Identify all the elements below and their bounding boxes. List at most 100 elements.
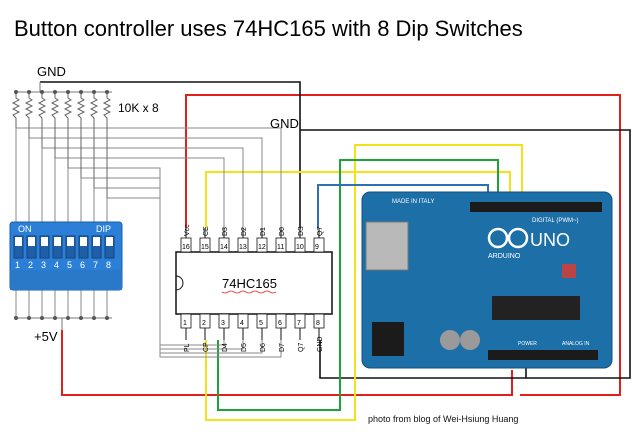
resistor — [76, 92, 86, 178]
capacitor — [440, 330, 460, 350]
chip-pin-number: 2 — [202, 320, 206, 327]
chip-pin-name: GND — [317, 336, 324, 352]
atmega-chip — [492, 296, 580, 320]
dip-label: DIP — [96, 224, 111, 234]
gnd-wire-top — [40, 81, 301, 228]
dip-toggle-knob — [41, 237, 48, 246]
gnd-wire-right — [300, 129, 631, 379]
chip-pin-number: 6 — [278, 320, 282, 327]
gnd-label-top: GND — [37, 64, 66, 79]
dip-toggle — [52, 235, 63, 259]
chip-name: 74HC165 — [222, 276, 277, 291]
dip-toggle-knob — [28, 237, 35, 246]
chip-pin-number: 1 — [183, 320, 187, 327]
cp-wire — [217, 159, 499, 411]
photo-credit: photo from blog of Wei-Hsiung Huang — [368, 414, 519, 424]
resistor — [37, 92, 47, 148]
made-in-label: MADE IN ITALY — [392, 199, 434, 205]
chip-pin-number: 14 — [220, 244, 228, 251]
diagram-title: Button controller uses 74HC165 with 8 Di… — [14, 16, 523, 41]
resistor-label: 10K x 8 — [118, 101, 159, 115]
chip-pin-number: 7 — [297, 320, 301, 327]
chip-pin-number: 4 — [240, 320, 244, 327]
dip-number: 5 — [67, 260, 72, 270]
power-jack — [372, 322, 404, 356]
usb-port — [365, 221, 409, 271]
dip-toggle — [65, 235, 76, 259]
dip-toggle — [39, 235, 50, 259]
resistor-array — [11, 90, 112, 198]
dip-number: 3 — [41, 260, 46, 270]
chip-pin-number: 8 — [316, 320, 320, 327]
analog-label: ANALOG IN — [562, 341, 590, 347]
chip-pin-name: D3 — [222, 227, 229, 236]
dip-number: 2 — [28, 260, 33, 270]
capacitor — [460, 330, 480, 350]
dip-number: 4 — [54, 260, 59, 270]
arduino-logo-icon — [487, 227, 529, 249]
dip-toggle — [78, 235, 89, 259]
chip-pin-number: 10 — [296, 244, 304, 251]
vcc-label: +5V — [34, 329, 58, 344]
chip-pin-name: CE — [203, 226, 210, 236]
brand-label: ARDUINO — [488, 253, 521, 260]
dip-number: 7 — [93, 260, 98, 270]
chip-pin-name: D4 — [222, 343, 229, 352]
resistor — [11, 92, 21, 128]
chip-pin-name: Vcc — [184, 224, 191, 236]
dip-toggle-knob — [80, 237, 87, 246]
resistor — [63, 92, 73, 168]
chip-pin-number: 5 — [259, 320, 263, 327]
chip-pin-name: D2 — [241, 227, 248, 236]
resistor — [102, 92, 112, 198]
digital-header — [470, 202, 602, 212]
arduino-uno-board: MADE IN ITALY DIGITAL (PWM~) UNO ARDUINO… — [361, 191, 613, 369]
chip-pin-name: D1 — [260, 227, 267, 236]
chip-pin-name: CP — [203, 342, 210, 352]
resistor — [89, 92, 99, 188]
chip-74hc165: 74HC165 16Vcc1PL15CE2CP14D33D413D24D512D… — [175, 224, 333, 352]
chip-pin-number: 15 — [201, 244, 209, 251]
gnd-label-right: GND — [270, 116, 299, 131]
chip-pins: 16Vcc1PL15CE2CP14D33D413D24D512D15D611D0… — [180, 224, 325, 352]
dip-toggle — [26, 235, 37, 259]
dip-toggle-knob — [54, 237, 61, 246]
dip-on-label: ON — [18, 224, 32, 234]
resistor — [24, 92, 34, 138]
chip-pin-number: 9 — [315, 244, 319, 251]
chip-pin-name: PL — [184, 343, 191, 352]
chip-pin-name: Q7 — [298, 343, 305, 352]
vcc-rail-wire — [18, 317, 112, 330]
dip-toggle-knob — [67, 237, 74, 246]
chip-pin-number: 11 — [277, 244, 284, 251]
dip-toggle — [91, 235, 102, 259]
dip-number: 1 — [15, 260, 20, 270]
chip-pin-number: 16 — [182, 244, 190, 251]
chip-pin-name: D7 — [279, 343, 286, 352]
reset-button — [562, 264, 576, 278]
chip-pin-name: D6 — [260, 343, 267, 352]
dip-toggle-knob — [93, 237, 100, 246]
data-wires — [14, 127, 282, 358]
vcc-wire — [61, 94, 621, 396]
dip-toggle-knob — [106, 237, 113, 246]
digital-label: DIGITAL (PWM~) — [532, 218, 579, 224]
resistor — [50, 92, 60, 158]
dip-toggle — [104, 235, 115, 259]
chip-pin-name: D5 — [241, 343, 248, 352]
model-label: UNO — [530, 230, 570, 250]
chip-pin-number: 12 — [258, 244, 266, 251]
chip-pin-number: 3 — [221, 320, 225, 327]
chip-pin-name: DS — [298, 226, 305, 236]
dip-toggle-knob — [15, 237, 22, 246]
power-label: POWER — [518, 341, 537, 347]
chip-pin-name: Q7 — [317, 227, 324, 236]
chip-pin-name: D0 — [279, 227, 286, 236]
dip-number: 8 — [106, 260, 111, 270]
dip-number: 6 — [80, 260, 85, 270]
dip-toggle — [13, 235, 24, 259]
analog-header — [488, 350, 598, 360]
